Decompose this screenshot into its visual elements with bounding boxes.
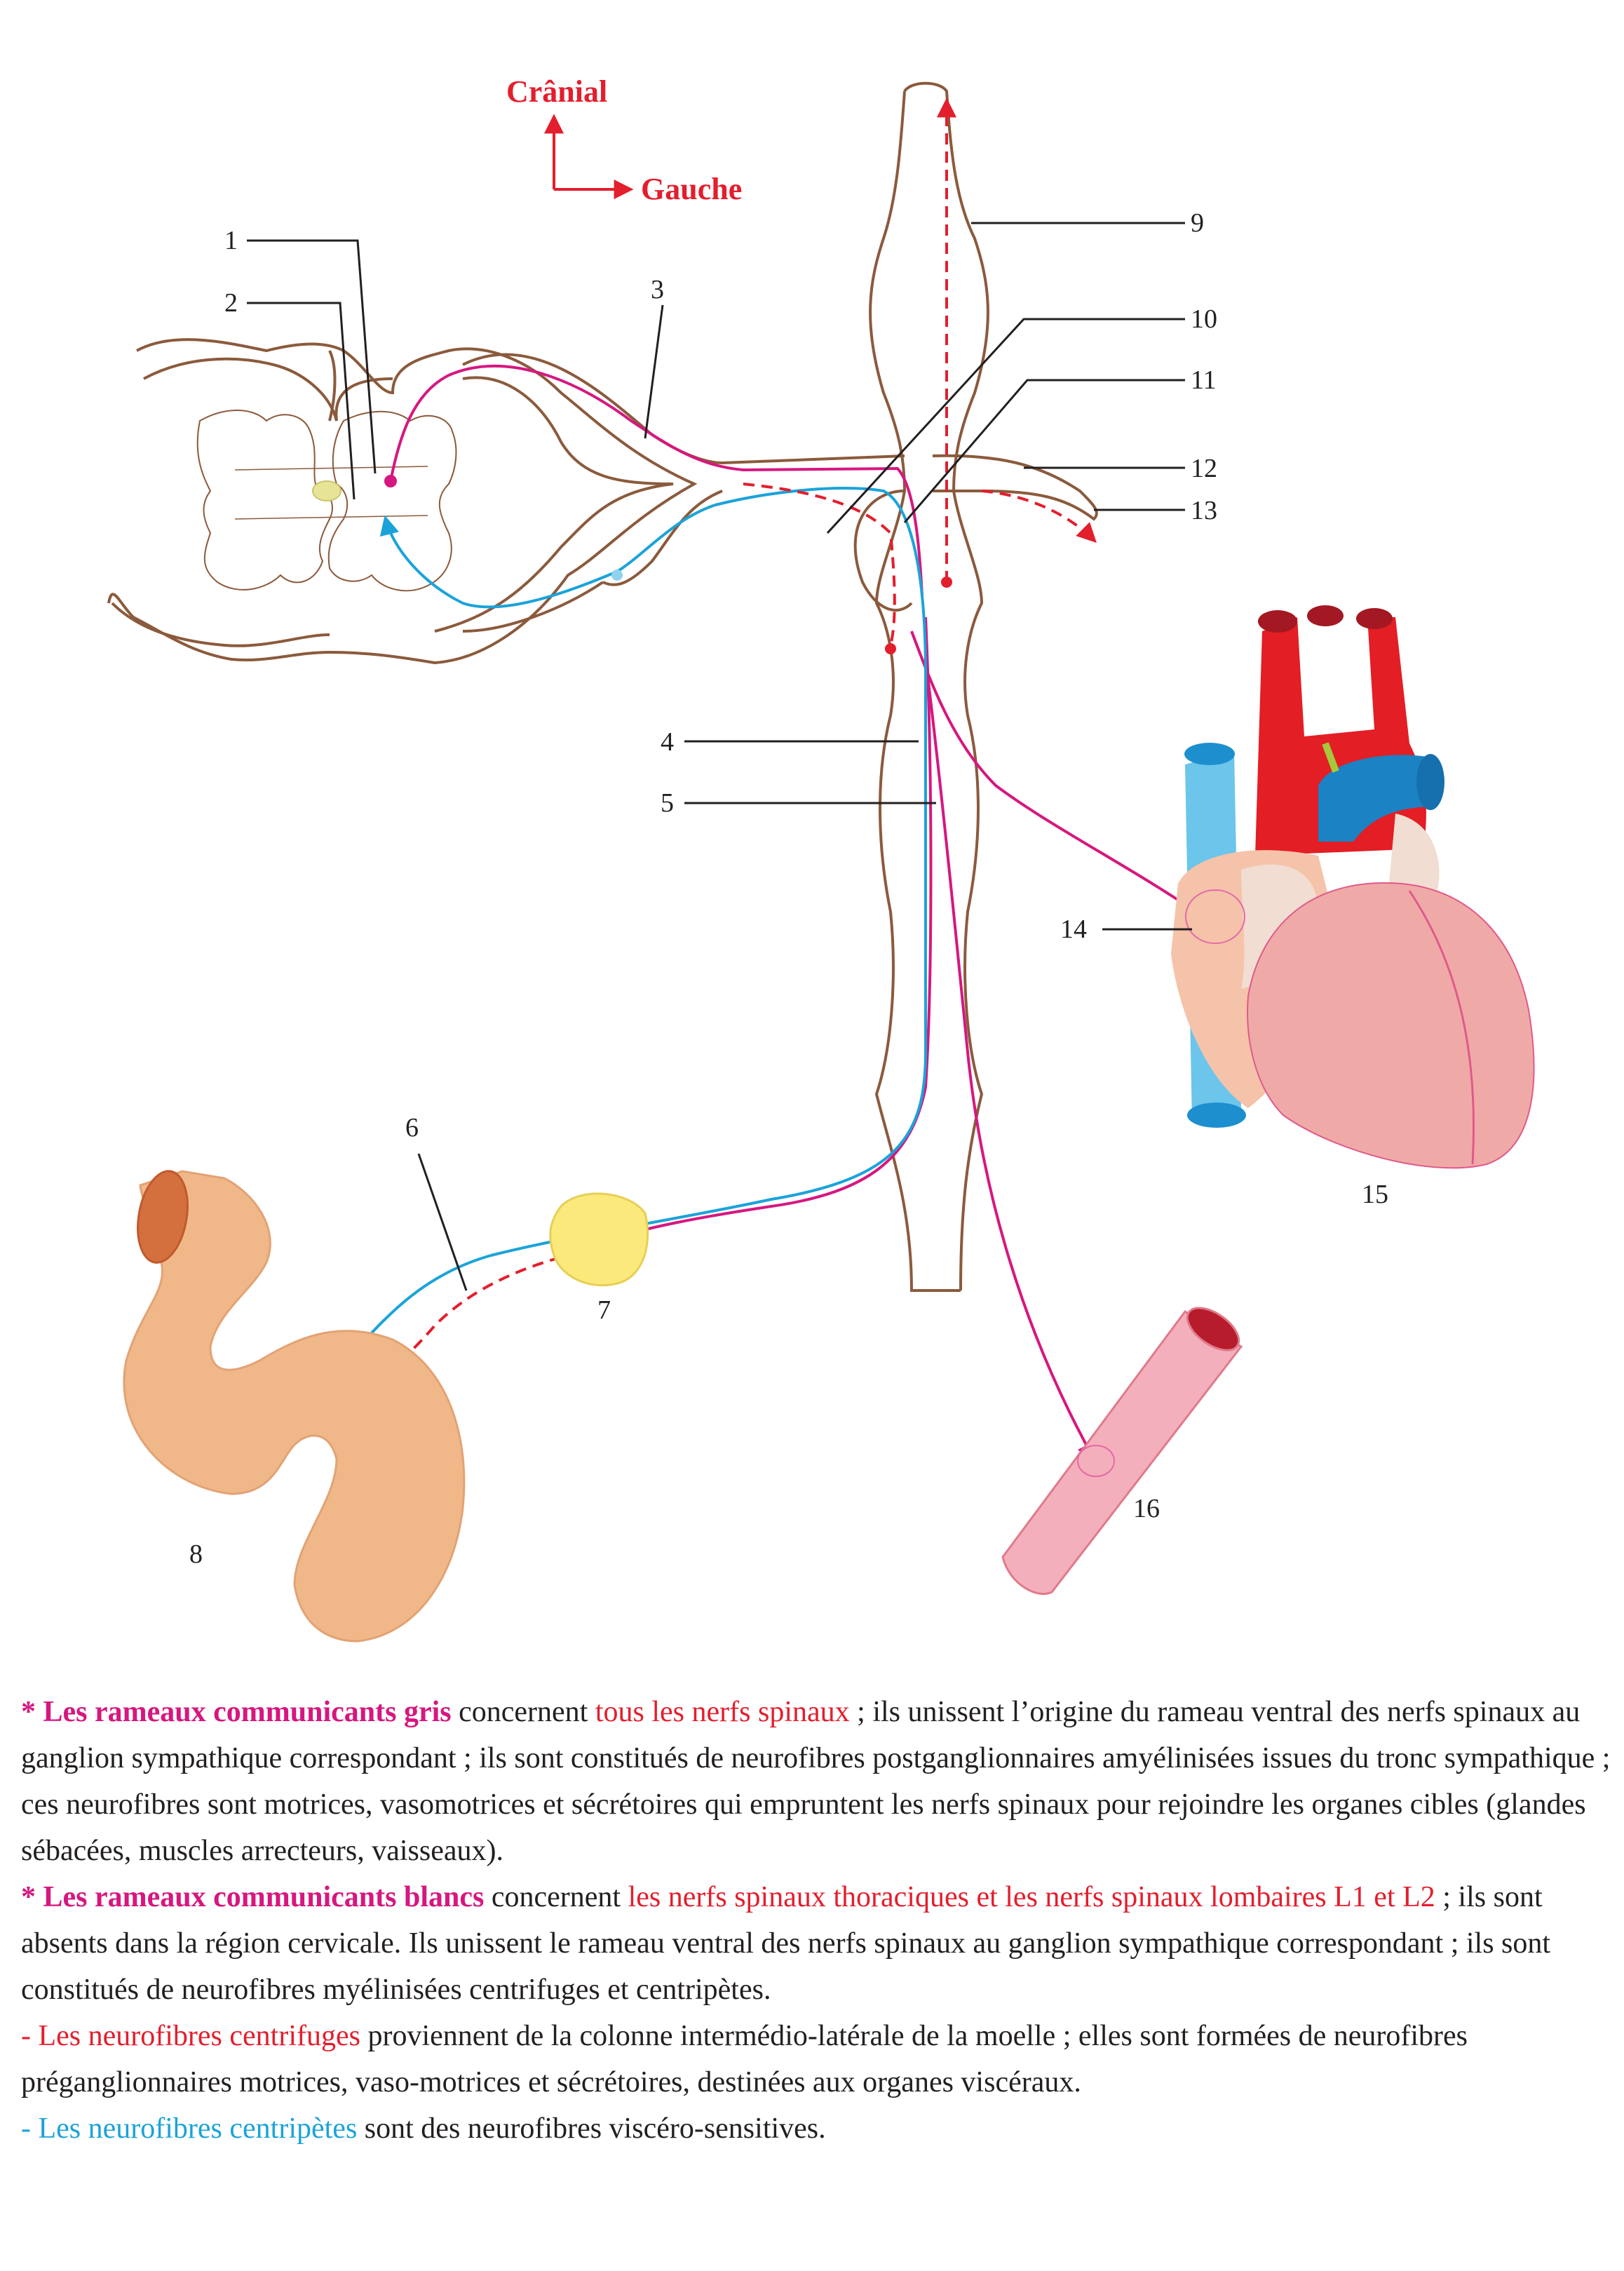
spinal-nerve-diagram: Crânial Gauche	[107, 74, 1535, 1643]
caption-p1-star: *	[21, 1696, 43, 1728]
afferent-fiber	[293, 487, 927, 1411]
label-7: 7	[597, 1295, 611, 1325]
label-4: 4	[661, 727, 674, 757]
caption-p2-t1: concernent	[484, 1881, 628, 1913]
label-13: 13	[1191, 496, 1217, 525]
label-6: 6	[405, 1113, 419, 1143]
label-2: 2	[224, 288, 238, 318]
caption-p2-highlight: les nerfs spinaux thoraciques et les ner…	[628, 1881, 1435, 1913]
spinal-cord-section	[107, 338, 698, 665]
caption-p2-t2: ; ils sont absents dans la région cervic…	[21, 1881, 1551, 2006]
blood-vessel	[1001, 1307, 1243, 1596]
gray-ramus-origin-dot	[384, 475, 397, 487]
label-11: 11	[1191, 365, 1217, 395]
caption-p3-text: proviennent de la colonne intermédio-lat…	[21, 2020, 1468, 2098]
sympathetic-trunk	[869, 81, 989, 1292]
caption-gray-rami: * Les rameaux communicants gris concerne…	[21, 1689, 1613, 1874]
label-16: 16	[1133, 1494, 1160, 1523]
label-3: 3	[651, 275, 664, 304]
caption-p4-text: sont des neurofibres viscéro-sensitives.	[357, 2112, 826, 2145]
label-8: 8	[189, 1539, 203, 1569]
caption-white-rami: * Les rameaux communicants blancs concer…	[21, 1874, 1613, 2013]
label-9: 9	[1191, 208, 1204, 238]
caption-p1-title: Les rameaux communicants gris	[43, 1696, 452, 1728]
orientation-indicator: Crânial Gauche	[506, 74, 742, 206]
label-10: 10	[1191, 304, 1217, 334]
central-canal	[312, 480, 341, 501]
label-12: 12	[1191, 454, 1217, 483]
leader-lines	[247, 222, 1192, 1291]
label-15: 15	[1362, 1180, 1388, 1209]
heart	[1171, 605, 1535, 1169]
prevertebral-ganglion	[549, 1192, 649, 1287]
caption-p1-t2: ; ils unissent l’origine du rameau ventr…	[21, 1696, 1611, 1867]
caption-afferent: - Les neurofibres centripètes sont des n…	[21, 2105, 1613, 2152]
left-label: Gauche	[641, 172, 742, 206]
synapse-dot-ganglion	[885, 643, 896, 654]
caption-p2-star: *	[21, 1881, 43, 1913]
intestine	[123, 1170, 466, 1643]
caption-p4-highlight: - Les neurofibres centripètes	[21, 2112, 358, 2145]
label-1: 1	[224, 226, 238, 255]
synapse-dot-trunk	[941, 577, 952, 588]
caption-p3-highlight: - Les neurofibres centrifuges	[21, 2020, 360, 2052]
label-14: 14	[1060, 915, 1087, 944]
afferent-ganglion-dot	[611, 570, 623, 581]
caption-efferent: - Les neurofibres centrifuges proviennen…	[21, 2013, 1613, 2105]
caption-p1-highlight: tous les nerfs spinaux	[595, 1696, 850, 1728]
caption: * Les rameaux communicants gris concerne…	[21, 1689, 1613, 2152]
caption-p2-title: Les rameaux communicants blancs	[43, 1881, 485, 1913]
label-5: 5	[661, 788, 674, 818]
cranial-label: Crânial	[506, 74, 607, 109]
caption-p1-t1: concernent	[451, 1696, 595, 1728]
